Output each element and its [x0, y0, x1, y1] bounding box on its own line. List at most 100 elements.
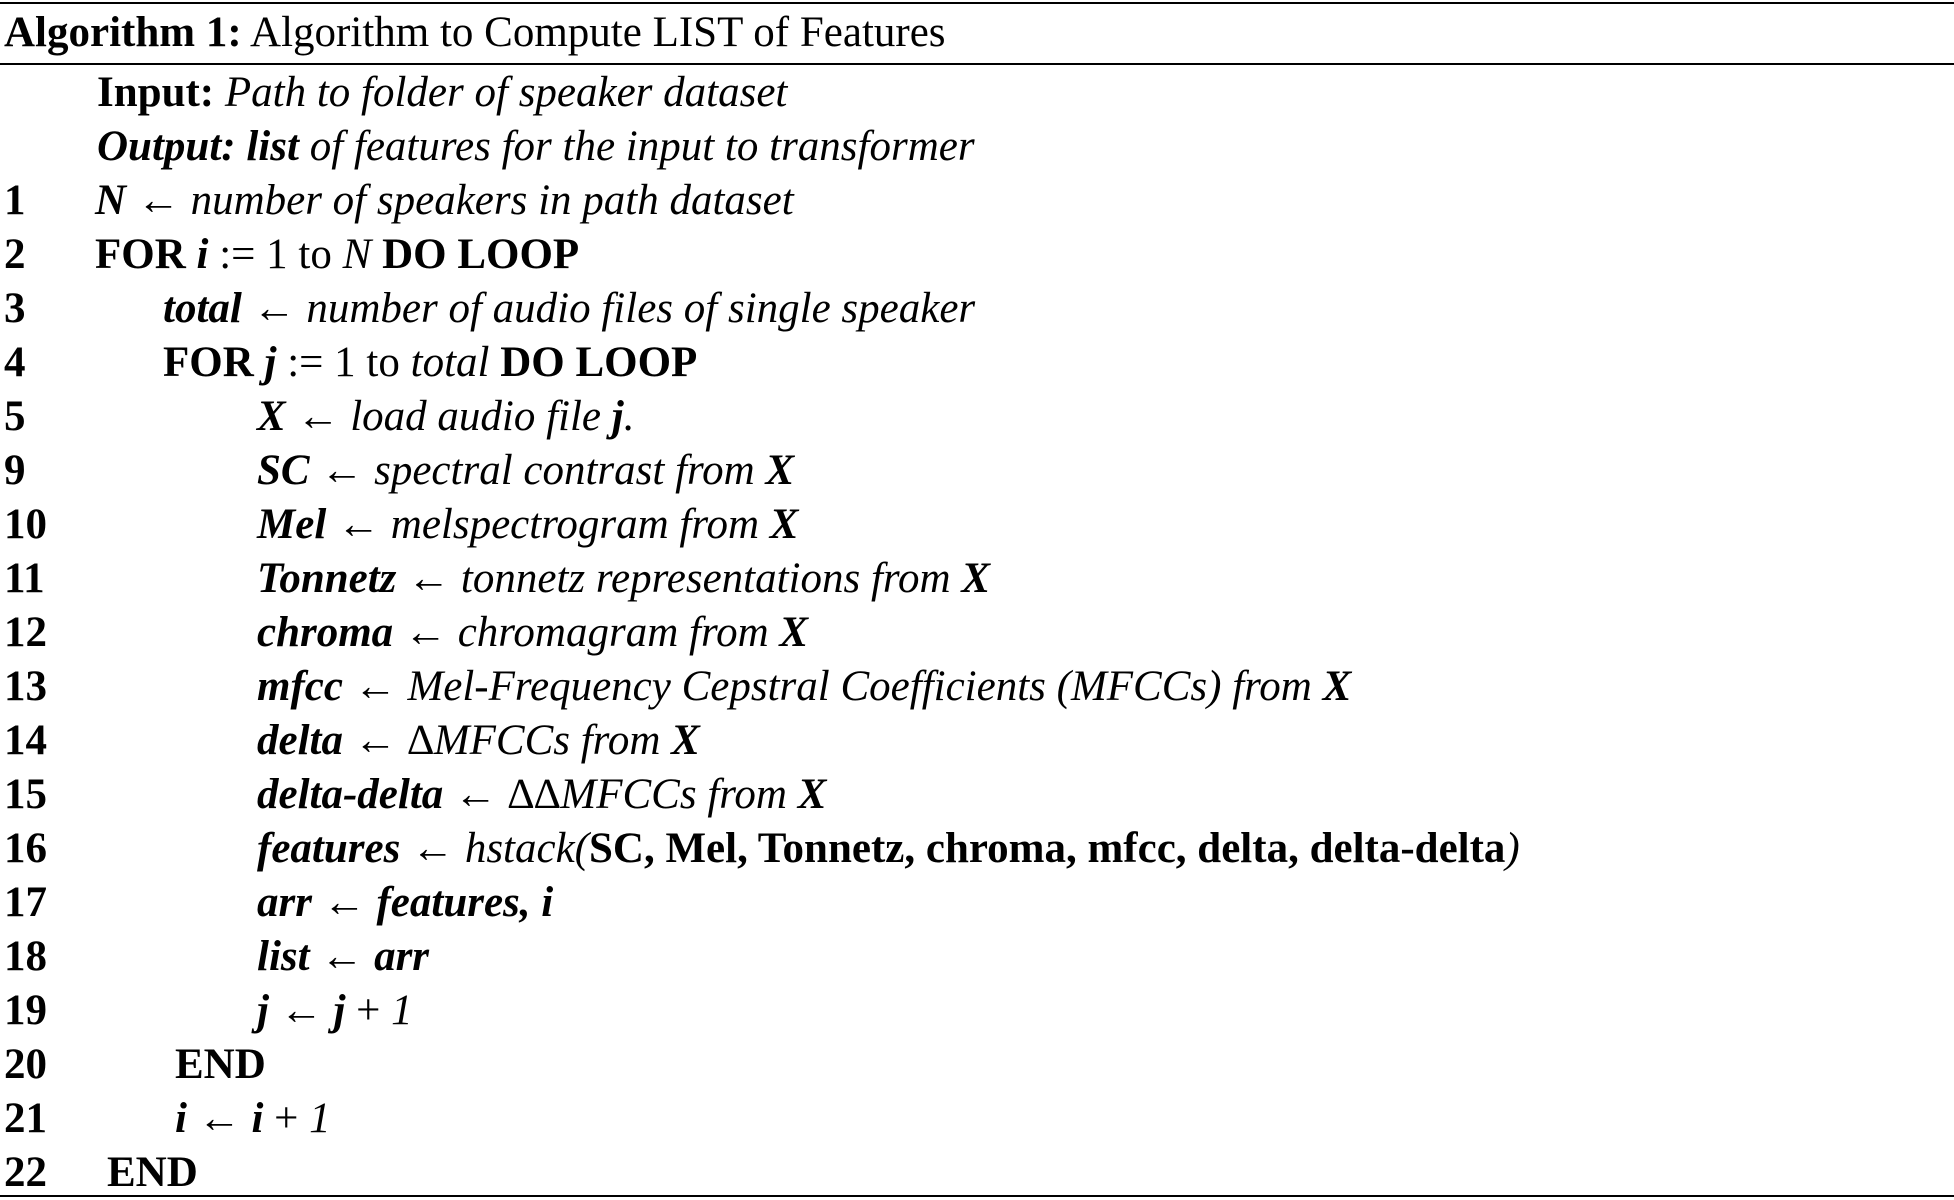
line-number: 4	[4, 339, 26, 386]
line-token: MFCCs from	[560, 771, 798, 818]
line-token: mfcc	[257, 663, 343, 710]
line-content: END	[107, 1146, 198, 1200]
line-number: 20	[4, 1041, 47, 1088]
line-token: MFCCs from	[433, 717, 672, 764]
line-token: number of audio files of single speaker	[306, 285, 976, 332]
line-token: 1	[391, 987, 413, 1034]
line-token: ←	[393, 609, 458, 656]
line-content: END	[175, 1038, 266, 1092]
line-number: 17	[4, 879, 47, 926]
line-token: ∆	[407, 717, 434, 764]
output-var: list	[246, 123, 299, 170]
line-token: ←	[309, 447, 375, 494]
line-token: delta-delta	[257, 771, 444, 818]
line-token: N	[342, 231, 372, 278]
bottom-rule	[0, 1195, 1954, 1197]
line-number: 11	[4, 555, 45, 602]
line-number: 22	[4, 1149, 47, 1196]
line-content: SC ← spectral contrast from X	[257, 444, 794, 498]
line-token: ←	[400, 825, 465, 872]
line-token: ←	[186, 1095, 252, 1142]
line-token: i	[251, 1095, 264, 1142]
line-token: SC, Mel, Tonnetz, chroma, mfcc, delta, d…	[589, 825, 1506, 872]
line-token: END	[107, 1149, 198, 1196]
line-number: 12	[4, 609, 47, 656]
line-content: FOR j := 1 to total DO LOOP	[163, 336, 697, 390]
line-token: total	[410, 339, 490, 386]
line-token: chromagram from	[457, 609, 780, 656]
line-content: total ← number of audio files of single …	[163, 282, 975, 336]
line-token: +	[263, 1095, 310, 1142]
line-content: Tonnetz ← tonnetz representations from X	[257, 552, 990, 606]
line-token: FOR	[95, 231, 197, 278]
line-token: ←	[126, 177, 191, 224]
line-token: j	[333, 987, 346, 1034]
line-token: ←	[268, 987, 334, 1034]
line-content: FOR i := 1 to N DO LOOP	[95, 228, 579, 282]
input-text: Path to folder of speaker dataset	[224, 69, 788, 116]
line-number: 18	[4, 933, 47, 980]
line-number: 21	[4, 1095, 47, 1142]
line-token: hstack(	[464, 825, 589, 872]
line-number: 9	[4, 447, 26, 494]
line-token: number of speakers in path dataset	[190, 177, 794, 224]
line-token: delta	[257, 717, 343, 764]
line-token: X	[671, 717, 700, 764]
line-number: 13	[4, 663, 47, 710]
line-token: ∆∆	[507, 771, 561, 818]
line-number: 1	[4, 177, 26, 224]
line-token: .	[623, 393, 635, 440]
line-content: i ← i + 1	[175, 1092, 331, 1146]
input-label: Input:	[97, 69, 215, 116]
line-token: ←	[285, 393, 351, 440]
line-number: 10	[4, 501, 47, 548]
line-token: DO LOOP	[371, 231, 580, 278]
line-content: chroma ← chromagram from X	[257, 606, 808, 660]
line-token: melspectrogram from	[390, 501, 770, 548]
line-number: 19	[4, 987, 47, 1034]
line-token: i	[175, 1095, 187, 1142]
line-token: arr	[257, 879, 312, 926]
line-token: features, i	[376, 879, 554, 926]
line-token: X	[769, 501, 799, 548]
line-token: ←	[342, 717, 408, 764]
line-token: ←	[309, 933, 375, 980]
line-token: X	[1322, 663, 1352, 710]
line-token: )	[1505, 825, 1520, 872]
line-token: list	[257, 933, 310, 980]
output-text: of features for the input to transformer	[309, 123, 975, 170]
line-token: Mel-Frequency Cepstral Coefficients (MFC…	[407, 663, 1323, 710]
line-token: ←	[311, 879, 377, 926]
line-content: j ← j + 1	[257, 984, 413, 1038]
line-token: N	[95, 177, 127, 224]
line-token: chroma	[257, 609, 394, 656]
line-content: N ← number of speakers in path dataset	[95, 174, 794, 228]
line-token: ←	[342, 663, 408, 710]
line-token: j	[264, 339, 277, 386]
line-content: delta-delta ← ∆∆MFCCs from X	[257, 768, 826, 822]
line-token: features	[257, 825, 401, 872]
line-number: 14	[4, 717, 47, 764]
line-token: ←	[326, 501, 391, 548]
line-token: X	[797, 771, 827, 818]
line-token: SC	[257, 447, 310, 494]
line-token: X	[961, 555, 991, 602]
line-token: X	[257, 393, 286, 440]
line-content: list ← arr	[257, 930, 429, 984]
line-content: arr ← features, i	[257, 876, 553, 930]
line-content: delta ← ∆MFCCs from X	[257, 714, 700, 768]
line-token: END	[175, 1041, 266, 1088]
line-token: +	[345, 987, 392, 1034]
line-token: := 1 to	[208, 231, 343, 278]
line-token: Tonnetz	[257, 555, 397, 602]
line-token: X	[779, 609, 809, 656]
line-token: ←	[443, 771, 508, 818]
line-token: i	[196, 231, 209, 278]
caption-rule	[0, 63, 1954, 65]
line-token: tonnetz representations from	[460, 555, 962, 602]
line-token: 1	[309, 1095, 331, 1142]
line-content: features ← hstack(SC, Mel, Tonnetz, chro…	[257, 822, 1520, 876]
caption-label: Algorithm 1:	[4, 9, 242, 56]
line-token: FOR	[163, 339, 265, 386]
